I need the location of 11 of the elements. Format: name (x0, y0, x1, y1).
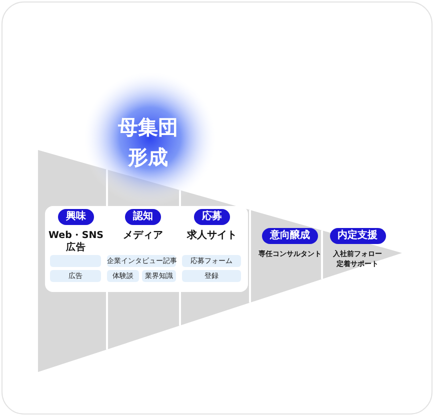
stage-text: メディア (122, 230, 164, 242)
stage-pill: 認知 (125, 209, 161, 225)
title: 母集団形成 (117, 114, 179, 171)
stage-pill: 興味 (58, 209, 94, 225)
stage-pill: 応募 (194, 209, 230, 225)
stage-text: 求人サイト (186, 230, 238, 242)
stage-text: Web・SNS 広告 (47, 230, 105, 254)
stage-pill: 内定支援 (330, 228, 386, 244)
panel (45, 206, 248, 292)
chip (50, 255, 101, 267)
stage-pill: 意向醸成 (262, 228, 318, 244)
